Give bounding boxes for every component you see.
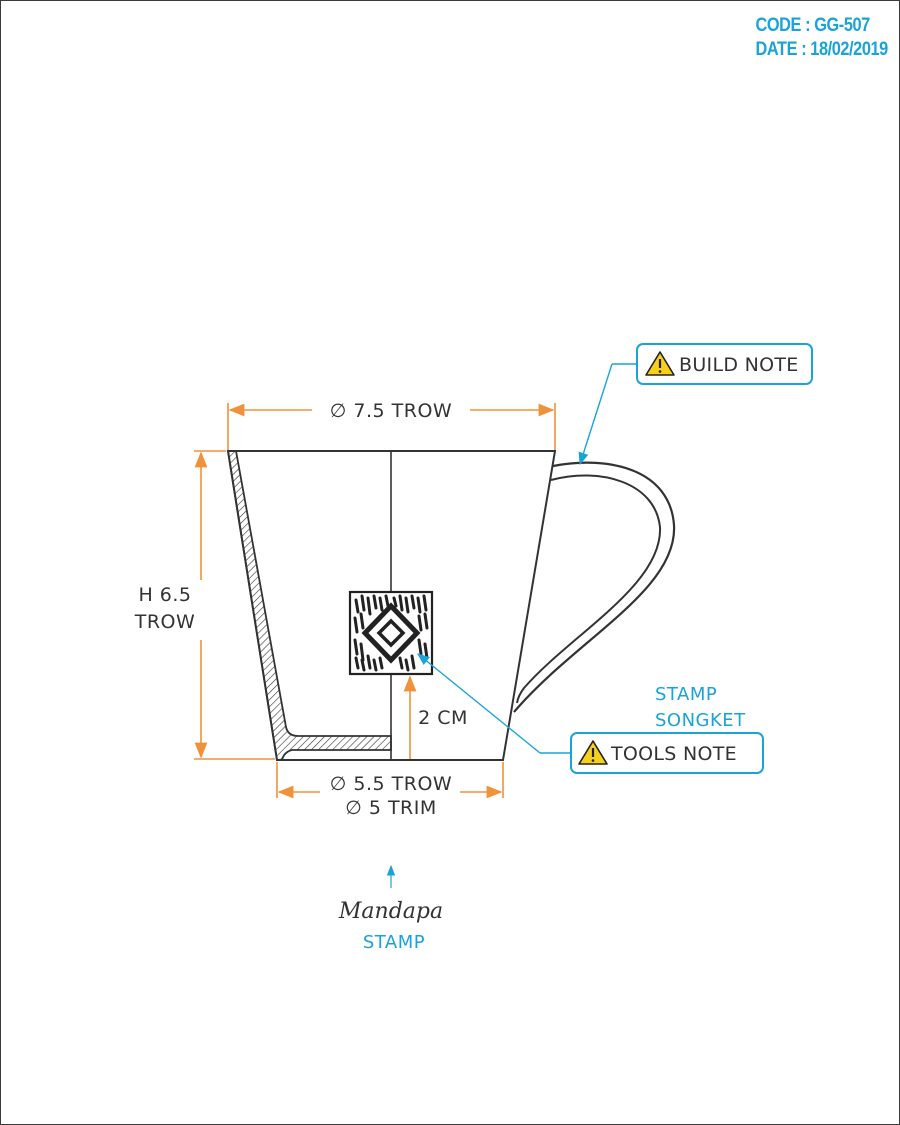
build-note-callout[interactable]: BUILD NOTE xyxy=(636,343,813,385)
top-diameter-label: ∅ 7.5 TROW xyxy=(330,400,452,422)
dimension-lines xyxy=(194,403,556,799)
cup-handle xyxy=(513,461,676,713)
height-label-line1: H 6.5 xyxy=(138,584,191,606)
tools-note-arrow xyxy=(417,653,541,754)
warning-icon xyxy=(645,351,675,376)
stamp-songket-label-line1: STAMP xyxy=(655,684,717,705)
document-meta: CODE : GG-507 DATE : 18/02/2019 xyxy=(755,14,889,62)
build-note-arrow xyxy=(578,363,613,466)
stamp-height-label: 2 CM xyxy=(418,707,468,729)
build-note-label: BUILD NOTE xyxy=(679,354,799,376)
bottom-diameter-trow: ∅ 5.5 TROW xyxy=(330,773,452,795)
wall-section-hatch xyxy=(226,450,392,761)
height-label-line2: TROW xyxy=(134,611,196,633)
warning-icon xyxy=(578,740,608,765)
songket-stamp-pattern xyxy=(348,590,434,676)
drawing-date: DATE : 18/02/2019 xyxy=(755,39,889,60)
tools-note-callout[interactable]: TOOLS NOTE xyxy=(570,732,764,774)
tools-note-label: TOOLS NOTE xyxy=(610,743,737,765)
bottom-diameter-trim: ∅ 5 TRIM xyxy=(345,797,437,819)
mandapa-logo: Mandapa xyxy=(338,899,443,924)
bottom-stamp-label: STAMP xyxy=(363,932,425,953)
product-code: CODE : GG-507 xyxy=(755,15,871,36)
stamp-songket-label-line2: SONGKET xyxy=(655,710,746,731)
